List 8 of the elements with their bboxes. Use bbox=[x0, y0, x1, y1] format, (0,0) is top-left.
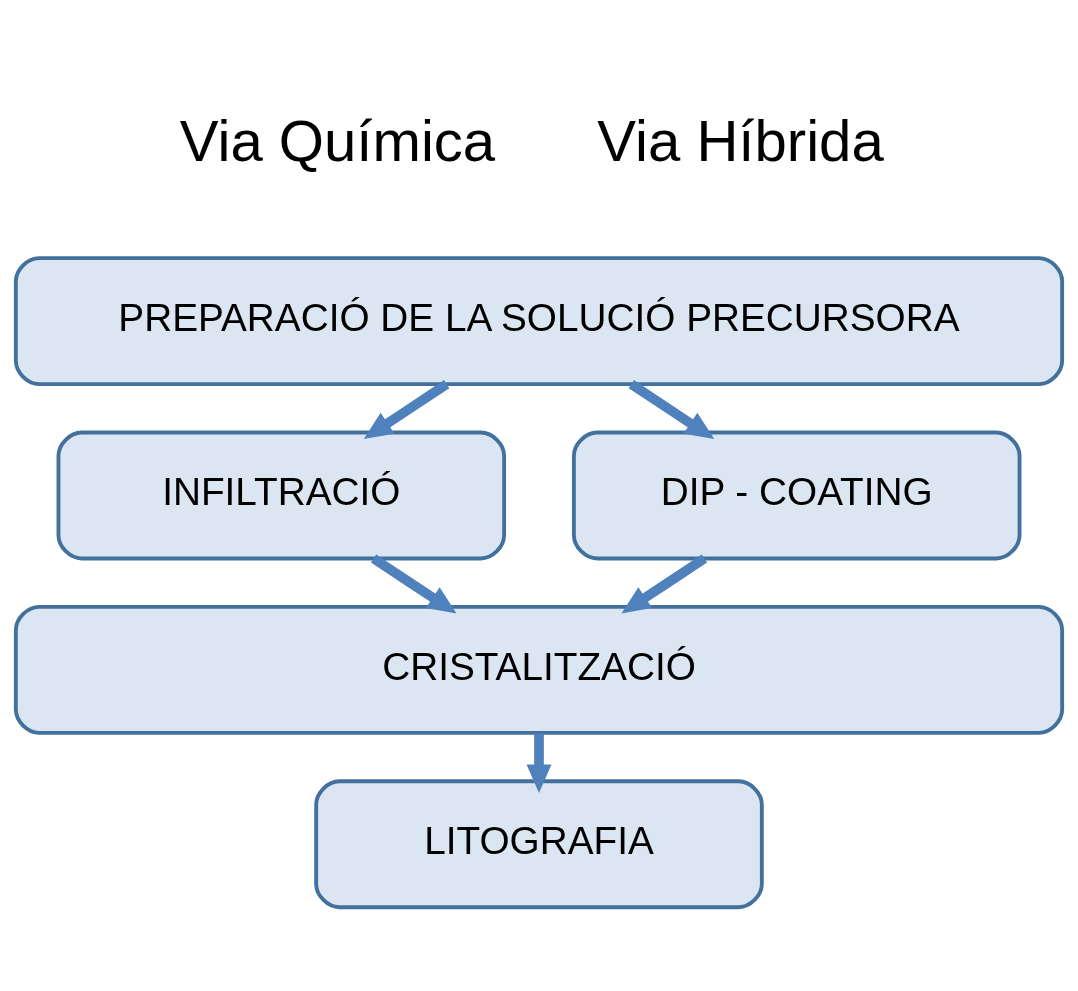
node-box: CRISTALITZACIÓ bbox=[13, 604, 1065, 735]
node-box: LITOGRAFIA bbox=[314, 779, 764, 910]
label: Via Química bbox=[179, 108, 496, 174]
arrow bbox=[526, 733, 552, 793]
node-box: DIP - COATING bbox=[571, 430, 1022, 561]
node-box: PREPARACIÓ DE LA SOLUCIÓ PRECURSORA bbox=[13, 256, 1065, 387]
node-box: INFILTRACIÓ bbox=[56, 430, 507, 561]
label: Via Híbrida bbox=[597, 108, 884, 174]
